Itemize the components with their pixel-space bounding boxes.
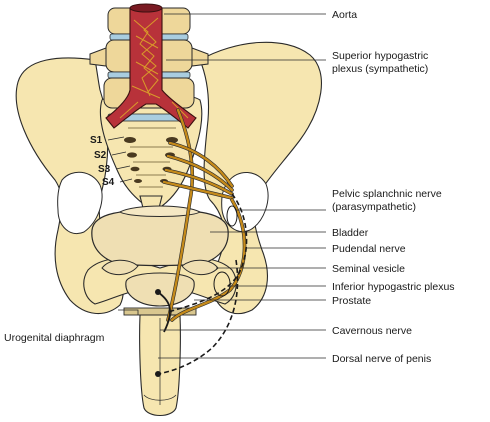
cavernous-path — [167, 193, 248, 313]
aorta — [105, 3, 197, 129]
label-superior-hypogastric-1: Superior hypogastric — [332, 50, 428, 62]
label-superior-hypogastric-2: plexus (sympathetic) — [332, 63, 428, 75]
ganglion-upper — [226, 205, 238, 227]
label-pelvic-splanchnic-2: (parasympathetic) — [332, 201, 416, 213]
sacral-label: S3 — [98, 164, 111, 175]
pelvic-splanchnic-3 — [164, 168, 234, 196]
label-seminal-vesicle: Seminal vesicle — [332, 263, 405, 275]
pudendal-nerve — [170, 198, 246, 322]
sacral-labels: S1 S2 S3 S4 — [90, 135, 133, 188]
hypogastric-nerve — [166, 108, 194, 322]
aorta-trunk — [105, 7, 197, 129]
label-urogenital-diaphragm: Urogenital diaphragm — [4, 332, 105, 344]
label-pudendal-nerve: Pudendal nerve — [332, 243, 406, 255]
leader-lines — [118, 13, 326, 359]
sacral-label: S4 — [102, 177, 115, 188]
label-pelvic-splanchnic-1: Pelvic splanchnic nerve — [332, 188, 442, 200]
bladder-top — [118, 205, 202, 217]
ganglion-lower — [213, 271, 231, 297]
bladder — [91, 209, 229, 267]
left-obturator — [57, 171, 103, 234]
label-bladder: Bladder — [332, 227, 369, 239]
sacral-label: S1 — [90, 135, 103, 146]
label-cavernous-nerve: Cavernous nerve — [332, 325, 412, 337]
pelvic-splanchnic-4 — [162, 180, 234, 200]
label-aorta: Aorta — [332, 9, 357, 21]
sacral-label: S2 — [94, 150, 107, 161]
nerves — [155, 108, 248, 377]
labels: Aorta Superior hypogastric plexus (sympa… — [4, 9, 455, 365]
label-dorsal-nerve: Dorsal nerve of penis — [332, 353, 431, 365]
prostate — [125, 272, 195, 307]
pelvic-splanchnic-2 — [166, 154, 234, 192]
seminal-vesicle-left — [101, 259, 139, 275]
label-inferior-hypogastric: Inferior hypogastric plexus — [332, 281, 455, 293]
pelvic-splanchnic-1 — [168, 141, 234, 188]
bladder-group — [91, 205, 229, 417]
label-prostate: Prostate — [332, 295, 371, 307]
